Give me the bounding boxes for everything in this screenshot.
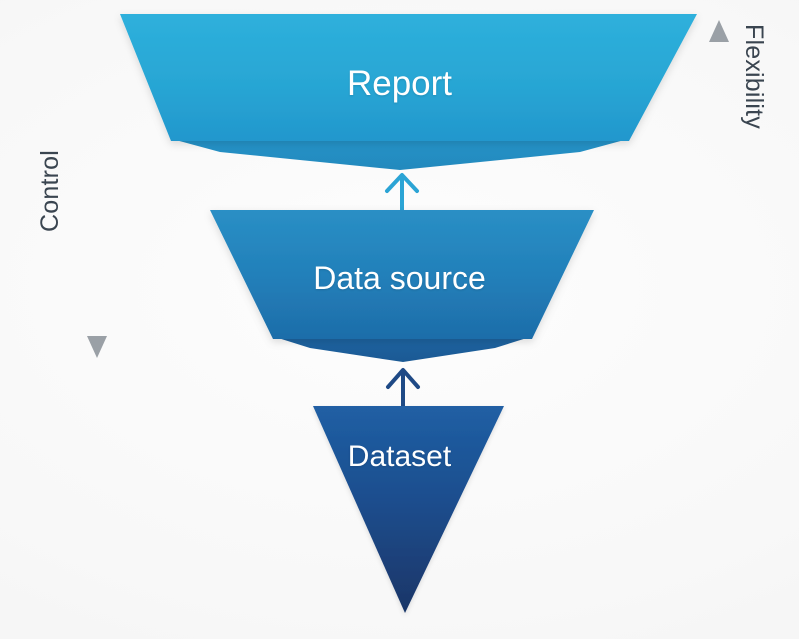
stage-report[interactable]	[120, 14, 697, 170]
dataset-label: Dataset	[347, 440, 452, 473]
stage-dataset[interactable]	[313, 406, 504, 613]
data-source-funnel-band	[275, 337, 530, 362]
report-trapezoid[interactable]	[120, 14, 697, 141]
report-label: Report	[346, 64, 453, 103]
connector-lower-arrowhead	[386, 368, 420, 389]
connector-upper-arrowhead	[385, 173, 419, 193]
flexibility-axis-arrowhead-up	[709, 20, 729, 42]
connector-dataset-to-data-source	[386, 368, 420, 407]
control-axis-arrowhead-down	[87, 336, 107, 358]
control-axis-label: Control	[36, 150, 64, 232]
connector-data-source-to-report	[385, 173, 419, 212]
axis-control	[87, 22, 107, 358]
axis-flexibility	[709, 20, 729, 358]
dataset-triangle[interactable]	[313, 406, 504, 613]
data-source-trapezoid[interactable]	[210, 210, 594, 339]
report-funnel-band	[172, 139, 628, 170]
data-source-label: Data source	[313, 260, 486, 296]
stage-data-source[interactable]	[210, 210, 594, 362]
